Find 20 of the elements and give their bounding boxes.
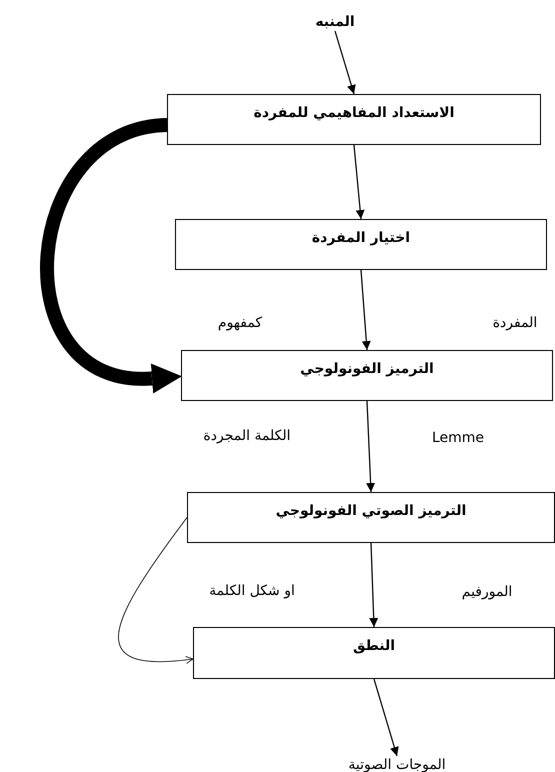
flow-label: Lemme	[432, 430, 484, 446]
curved-arrow	[118, 517, 194, 664]
arrow	[334, 30, 356, 94]
curved-arrow	[40, 118, 182, 394]
arrow	[373, 678, 399, 756]
process-box: اختيار المفردة	[175, 219, 547, 270]
process-box: الاستعداد المفاهيمي للمفردة	[167, 94, 541, 145]
process-box: الترميز الفونولوجي	[181, 350, 553, 401]
arrow	[353, 144, 365, 220]
process-box: النطق	[193, 627, 555, 679]
arrow	[369, 542, 378, 628]
node-text: المنبه	[315, 14, 355, 30]
arrow	[360, 270, 371, 350]
flow-label: او شكل الكلمة	[209, 583, 295, 599]
flow-label: المفردة	[492, 315, 538, 331]
flow-label: كمفهوم	[218, 315, 262, 331]
process-box: الترميز الصوتي الفونولوجي	[187, 492, 555, 543]
flow-label: الكلمة المجردة	[203, 428, 291, 444]
arrow	[366, 400, 376, 492]
flow-label: المورفيم	[462, 584, 512, 600]
